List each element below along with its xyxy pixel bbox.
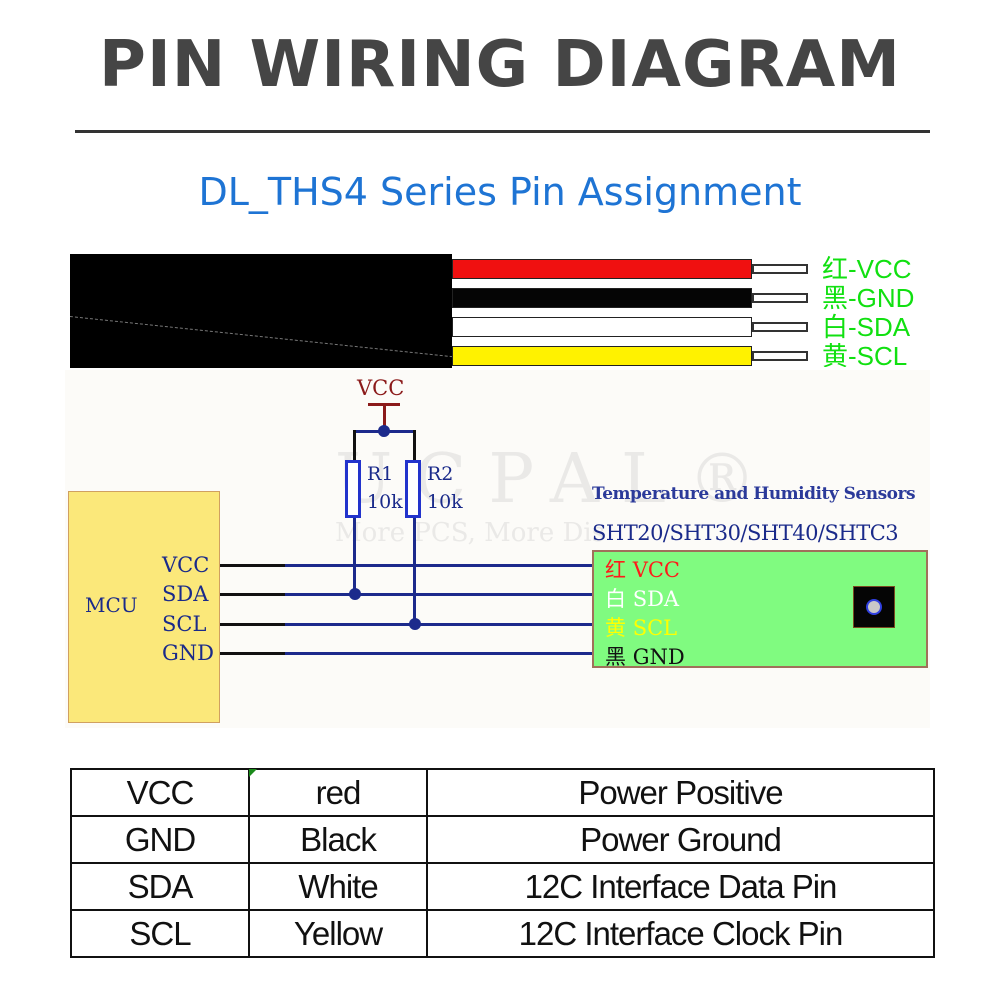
wire-tip	[752, 351, 808, 361]
cell-color: red	[248, 768, 428, 817]
title-divider	[75, 130, 930, 133]
schematic: UCPAL® More PCS, More Dis VCC R1 10k R2 …	[65, 370, 930, 728]
pin-table: VCC red Power Positive GND Black Power G…	[70, 768, 935, 958]
bus-line-sda	[220, 593, 597, 596]
mcu-label: MCU	[85, 593, 138, 617]
watermark-tagline: More PCS, More Dis	[335, 518, 606, 548]
vcc-stem	[383, 403, 386, 430]
mcu-pin-gnd: GND	[162, 641, 214, 665]
sensor-port-icon	[866, 599, 882, 615]
mcu-pin-sda: SDA	[162, 582, 209, 606]
resistor-r1	[345, 460, 361, 518]
bus-line-vcc	[220, 564, 597, 567]
cell-color: White	[248, 862, 428, 911]
page-subtitle: DL_THS4 Series Pin Assignment	[198, 170, 802, 214]
cell-function: 12C Interface Data Pin	[426, 862, 935, 911]
table-row: GND Black Power Ground	[70, 815, 935, 864]
cell-pin: GND	[70, 815, 250, 864]
cell-function: Power Positive	[426, 768, 935, 817]
junction-dot-sda	[349, 588, 361, 600]
junction-dot	[378, 425, 390, 437]
sensor-pin-sda: 白 SDA	[605, 587, 680, 611]
wire-tip	[752, 293, 808, 303]
cell-function: Power Ground	[426, 815, 935, 864]
wire-label-scl: 黄-SCL	[822, 343, 908, 367]
r1-lead	[353, 430, 356, 462]
cell-pin: SDA	[70, 862, 250, 911]
cable-sheath	[70, 254, 452, 368]
r1-name: R1	[367, 463, 394, 485]
junction-dot-scl	[409, 618, 421, 630]
mcu-pin-vcc: VCC	[162, 553, 210, 577]
cell-color: Yellow	[248, 909, 428, 958]
table-row: SDA White 12C Interface Data Pin	[70, 862, 935, 911]
r2-lead	[413, 518, 416, 624]
cell-pin: SCL	[70, 909, 250, 958]
wire-black	[452, 288, 752, 308]
wire-white	[452, 317, 752, 337]
wire-yellow	[452, 346, 752, 366]
r2-name: R2	[427, 463, 454, 485]
r2-value: 10k	[427, 491, 463, 513]
wire-tip	[752, 322, 808, 332]
r2-lead	[413, 430, 416, 462]
r1-lead	[353, 518, 356, 595]
sensor-chip-icon	[853, 586, 895, 628]
vcc-supply-label: VCC	[357, 376, 405, 400]
mcu-block	[68, 491, 220, 723]
wire-label-vcc: 红-VCC	[822, 254, 912, 284]
cell-color: Black	[248, 815, 428, 864]
sensor-pin-gnd: 黑 GND	[605, 645, 685, 669]
wire-tip	[752, 264, 808, 274]
table-row: VCC red Power Positive	[70, 768, 935, 817]
bus-line-gnd	[220, 652, 597, 655]
resistor-r2	[405, 460, 421, 518]
mcu-pin-scl: SCL	[162, 612, 207, 636]
r1-value: 10k	[367, 491, 403, 513]
table-row: SCL Yellow 12C Interface Clock Pin	[70, 909, 935, 958]
sensor-pin-scl: 黄 SCL	[605, 616, 678, 640]
bus-line-scl	[220, 623, 597, 626]
page-title: PIN WIRING DIAGRAM	[99, 28, 901, 102]
cell-function: 12C Interface Clock Pin	[426, 909, 935, 958]
sensor-pin-vcc: 红 VCC	[605, 558, 680, 582]
wire-label-gnd: 黑-GND	[822, 283, 915, 313]
wire-red	[452, 259, 752, 279]
sensor-title: Temperature and Humidity Sensors	[592, 484, 916, 504]
wire-label-sda: 白-SDA	[822, 312, 911, 342]
sensor-board: 红 VCC 白 SDA 黄 SCL 黑 GND	[592, 550, 928, 669]
cell-pin: VCC	[70, 768, 250, 817]
cable-illustration: 红-VCC 黑-GND 白-SDA 黄-SCL	[70, 254, 930, 368]
sensor-models: SHT20/SHT30/SHT40/SHTC3	[592, 521, 899, 545]
